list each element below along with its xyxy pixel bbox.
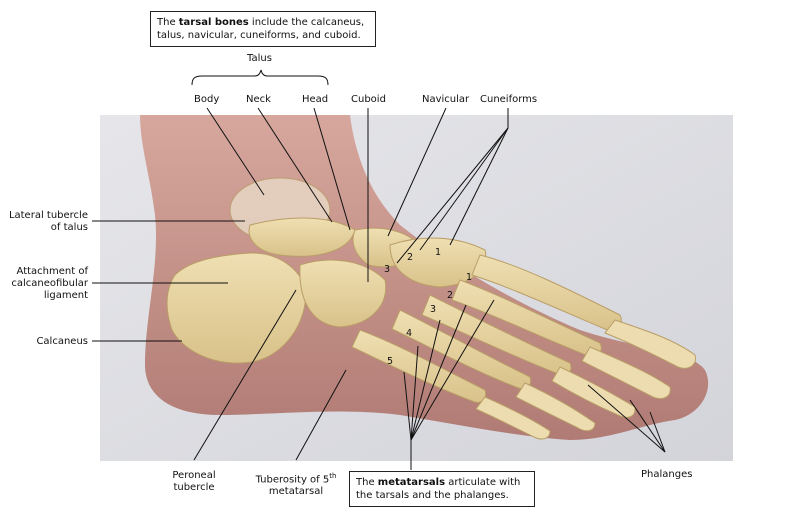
cuboid-bone [299,259,387,328]
metatarsal-number-2: 2 [447,290,454,301]
label-cuneiforms: Cuneiforms [480,94,538,105]
label-navicular: Navicular [422,94,470,105]
label-attachment-calcaneofibular: Attachment of calcaneofibular ligament [11,266,88,301]
label-phalanges: Phalanges [641,469,693,480]
label-body: Body [194,94,220,105]
metatarsal-number-1: 1 [466,272,473,283]
metatarsals-note: The metatarsals articulate with the tars… [349,471,535,507]
metatarsal-number-5: 5 [387,356,394,367]
cuneiform-number-3: 3 [384,264,391,275]
label-calcaneus: Calcaneus [36,336,88,347]
foot-anatomy-illustration [100,115,733,461]
label-lateral-tubercle: Lateral tubercle of talus [8,210,88,233]
cuneiform-number-1: 1 [435,247,442,258]
tarsal-bones-note: The tarsal bones include the calcaneus, … [150,11,376,47]
label-tuberosity-5th-metatarsal: Tuberosity of 5th metatarsal [255,472,337,498]
metatarsal-number-4: 4 [406,328,413,339]
label-peroneal-tubercle: Peroneal tubercle [172,470,216,493]
talus-bracket [191,69,329,86]
label-neck: Neck [246,94,271,105]
cuneiform-number-2: 2 [407,252,414,263]
label-talus: Talus [247,53,272,64]
label-cuboid: Cuboid [351,94,386,105]
label-head: Head [302,94,329,105]
metatarsal-number-3: 3 [430,304,437,315]
